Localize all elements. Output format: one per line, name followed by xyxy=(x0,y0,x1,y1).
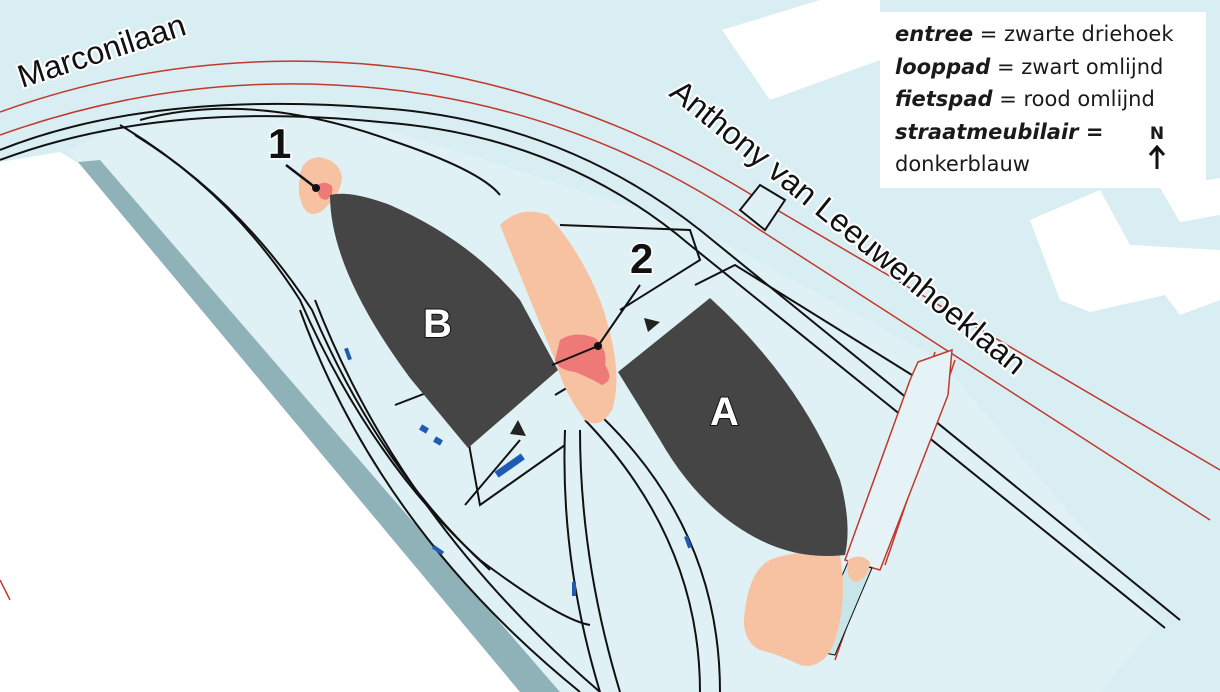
marker-label-1: 1 xyxy=(268,120,291,167)
legend-row-bike-path: fietspad = rood omlijnd xyxy=(895,83,1206,116)
legend-term: looppad xyxy=(895,54,991,79)
marker-area-1 xyxy=(317,182,333,200)
white-area-top-right-3 xyxy=(1160,178,1220,222)
legend-row-entrance: entree = zwarte driehoek xyxy=(895,18,1206,51)
bike-path-strip xyxy=(844,348,953,571)
white-area-top-right-2 xyxy=(1030,190,1220,315)
legend-desc: donkerblauw xyxy=(895,152,1030,176)
legend-desc: = rood omlijnd xyxy=(992,87,1155,111)
white-area-top-right-1 xyxy=(722,0,880,100)
building-b-shape xyxy=(330,193,558,448)
legend-desc: = zwarte driehoek xyxy=(973,22,1174,46)
building-a-shape xyxy=(618,298,848,556)
entrance-triangle-a xyxy=(644,318,660,332)
marker-dot-1 xyxy=(312,184,320,192)
legend-term: straatmeubilair = xyxy=(895,119,1104,144)
entrance-triangle-b xyxy=(510,420,526,436)
street-furniture xyxy=(344,347,692,596)
marker-leader-1 xyxy=(285,164,317,189)
marker-label-2: 2 xyxy=(630,235,653,282)
marker-dot-2 xyxy=(594,342,602,350)
legend-term: entree xyxy=(895,22,974,46)
legend-row-street-furniture: straatmeubilair = xyxy=(895,116,1206,149)
north-arrow-icon xyxy=(1148,144,1166,169)
legend-row-walking-path: looppad = zwart omlijnd xyxy=(895,51,1206,84)
shadow-strip xyxy=(78,160,560,692)
north-label: N xyxy=(1149,124,1165,144)
legend-term: fietspad xyxy=(895,87,993,111)
white-area-left xyxy=(0,152,520,692)
legend-box: entree = zwarte driehoek looppad = zwart… xyxy=(880,12,1206,188)
marker-leader-2b xyxy=(551,345,599,366)
building-label-a: A xyxy=(710,390,739,434)
north-indicator: N xyxy=(1142,124,1172,170)
building-label-b: B xyxy=(423,302,452,346)
legend-desc: = zwart omlijnd xyxy=(990,54,1164,79)
marker-leader-2a xyxy=(597,284,641,347)
legend-row-street-furniture-color: donkerblauw xyxy=(895,148,1206,181)
